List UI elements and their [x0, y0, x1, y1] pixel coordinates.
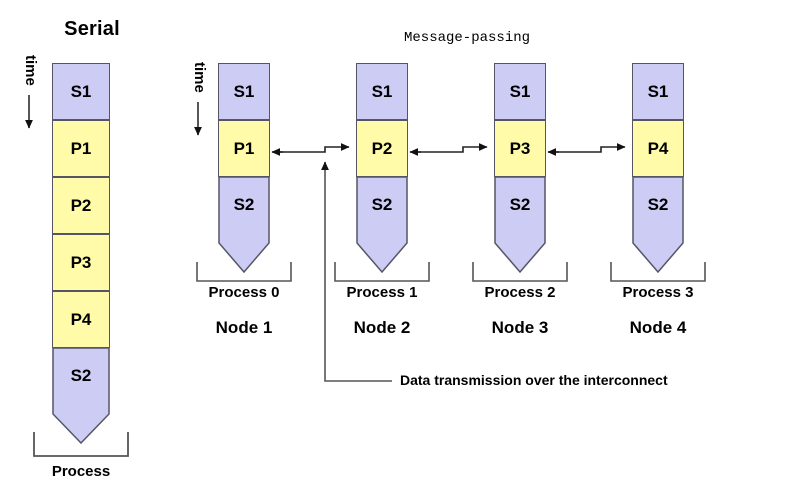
mp-col1-process-label: Process 1 [346, 284, 418, 301]
mp-time-label: time [191, 62, 208, 93]
mp-col3-node-label: Node 4 [629, 318, 687, 337]
mp-col1-s2-shape [356, 176, 408, 274]
mp-col2-process-label: Process 2 [484, 284, 556, 301]
mp-col3-block-p: P4 [632, 120, 684, 177]
mp-col2-node-label: Node 3 [491, 318, 549, 337]
callout-label: Data transmission over the interconnect [400, 372, 668, 388]
arrow-col2-col3 [547, 143, 626, 156]
serial-time-label: time [22, 55, 39, 86]
message-passing-title: Message-passing [404, 30, 531, 46]
mp-col1-node-label: Node 2 [353, 318, 411, 337]
serial-title: Serial [64, 18, 120, 40]
mp-col0-s2-shape [218, 176, 270, 274]
serial-block-p2: P2 [52, 177, 110, 234]
mp-col0-block-s2: S2 [218, 176, 270, 274]
mp-col3-s2-shape [632, 176, 684, 274]
mp-col2-block-p: P3 [494, 120, 546, 177]
mp-col3-block-s1: S1 [632, 63, 684, 120]
mp-col1-block-s2: S2 [356, 176, 408, 274]
mp-col0-process-label: Process 0 [208, 284, 280, 301]
mp-col0-node-label: Node 1 [215, 318, 273, 337]
serial-block-p1: P1 [52, 120, 110, 177]
serial-block-s2: S2 [52, 347, 110, 445]
mp-col2-block-s1: S1 [494, 63, 546, 120]
serial-block-s1: S1 [52, 63, 110, 120]
arrow-col0-col1 [271, 143, 350, 156]
mp-col2-s2-shape [494, 176, 546, 274]
mp-col2-block-s2: S2 [494, 176, 546, 274]
serial-s2-shape [52, 347, 110, 445]
serial-block-p3: P3 [52, 234, 110, 291]
mp-col3-process-label: Process 3 [622, 284, 694, 301]
mp-col1-block-s1: S1 [356, 63, 408, 120]
mp-col0-block-s1: S1 [218, 63, 270, 120]
serial-bracket-label: Process [51, 463, 111, 480]
mp-col3-block-s2: S2 [632, 176, 684, 274]
serial-block-p4: P4 [52, 291, 110, 348]
mp-col1-block-p: P2 [356, 120, 408, 177]
arrow-col1-col2 [409, 143, 488, 156]
mp-col0-block-p: P1 [218, 120, 270, 177]
